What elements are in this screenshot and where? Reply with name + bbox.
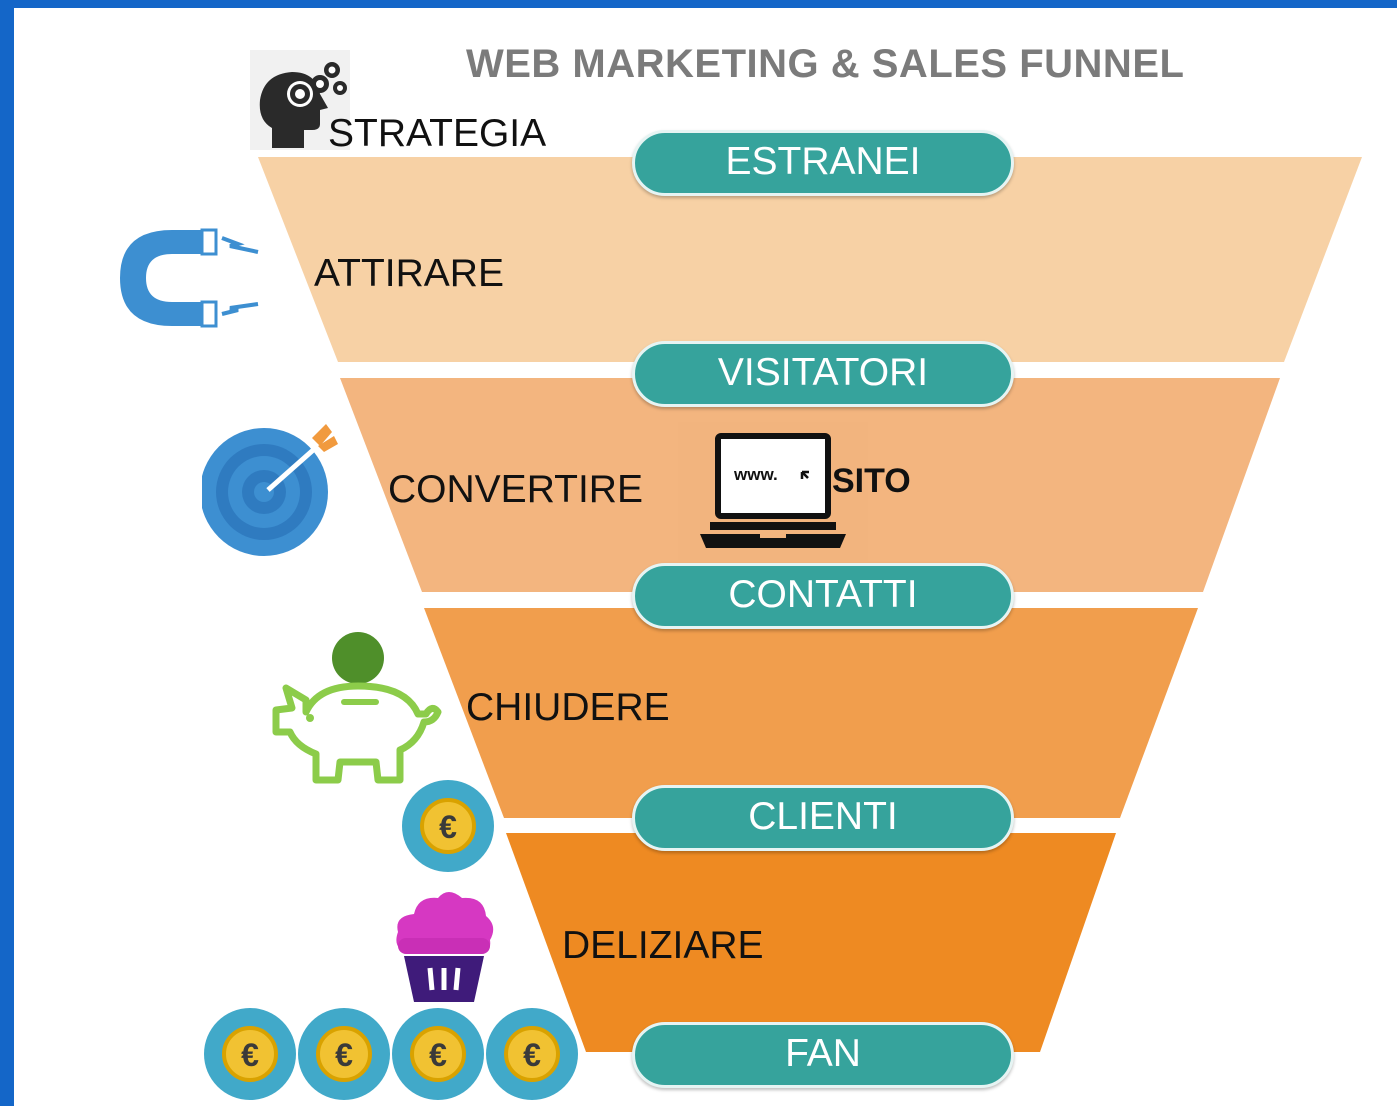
milestone-fan: FAN [632,1022,1014,1088]
funnel-stage-attirare [258,157,1362,362]
background-top-border [0,0,1397,8]
target-icon [202,424,338,556]
site-label: SITO [832,462,911,500]
euro-symbol: € [241,1037,259,1073]
euro-coin-icon: € [402,780,494,872]
milestone-estranei: ESTRANEI [632,130,1014,196]
funnel-stage-deliziare [506,833,1116,1052]
magnet-icon [120,228,259,328]
stage-label-convertire: CONVERTIRE [388,468,643,511]
euro-coin-icon: € [392,1008,484,1100]
stage-label-attirare: ATTIRARE [314,252,504,295]
euro-symbol: € [439,809,457,845]
euro-symbol: € [429,1037,447,1073]
cupcake-icon [396,892,494,1002]
laptop-screen-text: www. [733,465,778,484]
stage-label-chiudere: CHIUDERE [466,686,670,729]
euro-symbol: € [523,1037,541,1073]
euro-coin-icon: € [298,1008,390,1100]
strategy-label: STRATEGIA [328,112,547,155]
piggy-bank-icon [272,632,442,784]
slide: www. SITO € € € € [14,8,1397,1106]
milestone-clienti: CLIENTI [632,785,1014,851]
background-left-border [0,0,14,1106]
funnel-stage-chiudere [424,608,1198,818]
milestone-contatti: CONTATTI [632,563,1014,629]
page-title: WEB MARKETING & SALES FUNNEL [466,42,1185,86]
laptop-icon: www. [678,422,868,562]
euro-symbol: € [335,1037,353,1073]
funnel-graphic [258,157,1362,1052]
euro-coin-icon: € [486,1008,578,1100]
milestone-visitatori: VISITATORI [632,341,1014,407]
euro-coin-icon: € [204,1008,296,1100]
stage-label-deliziare: DELIZIARE [562,924,764,967]
head-gears-icon [250,50,350,150]
